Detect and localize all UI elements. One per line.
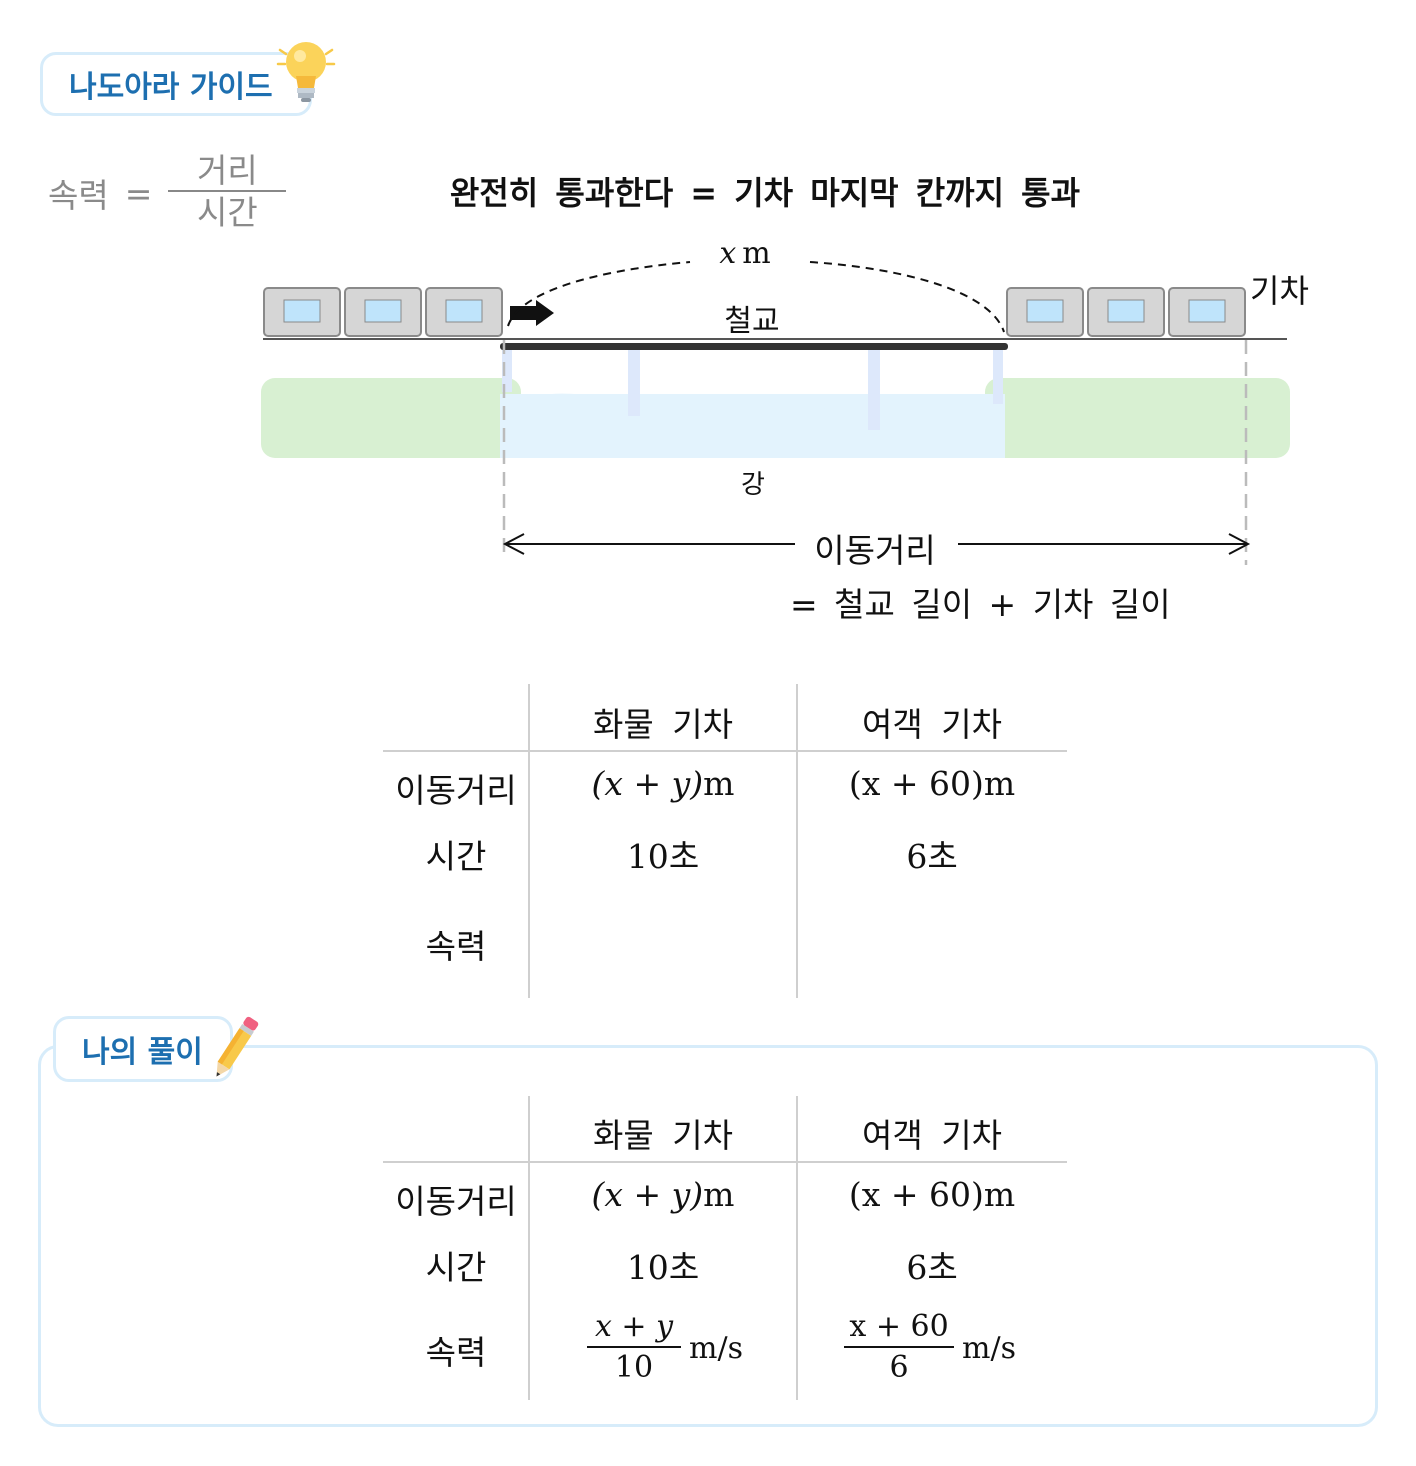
passenger-distance: (x + 60)m [848, 764, 1016, 803]
formula-numerator: 거리 [197, 151, 258, 190]
row-label-speed: 속력 [425, 927, 487, 966]
solution-box [38, 1045, 1378, 1427]
distance-unit: m [742, 236, 771, 271]
row-label-distance: 이동거리 [395, 771, 517, 810]
river-label: 강 [741, 470, 765, 500]
train-left [263, 287, 503, 337]
bridge-pillar [868, 348, 880, 430]
distance-variable: x [719, 236, 737, 271]
header-passenger: 여객 기차 [862, 1116, 1002, 1155]
bridge-pillar [628, 348, 640, 416]
bridge-pillar [993, 348, 1003, 404]
freight-distance: (x + y)m [591, 1175, 735, 1214]
travel-label: 이동거리 [814, 531, 936, 570]
solution-badge-label: 나의 풀이 [82, 1035, 203, 1070]
guide-badge-label: 나도아라 가이드 [69, 70, 273, 105]
row-label-distance: 이동거리 [395, 1182, 517, 1221]
land-right [985, 378, 1290, 458]
freight-speed-unit: m/s [689, 1330, 743, 1366]
formula-fraction: 거리 시간 [168, 151, 287, 234]
header-freight: 화물 기차 [593, 1116, 733, 1155]
bridge-deck [500, 343, 1008, 350]
passenger-speed-unit: m/s [962, 1330, 1016, 1366]
land-left [261, 378, 521, 458]
formula-denominator: 시간 [197, 193, 258, 232]
bridge-pillar [502, 348, 512, 392]
direction-arrow-icon [510, 300, 554, 326]
freight-distance: (x + y)m [591, 764, 735, 803]
headline: 완전히 통과한다 = 기차 마지막 칸까지 통과 [449, 174, 1081, 212]
pencil-icon [216, 1016, 259, 1077]
travel-equation: = 철교 길이 + 기차 길이 [790, 585, 1171, 624]
bridge-diagram [261, 261, 1290, 565]
formula-lhs: 속력 [48, 176, 109, 215]
passenger-speed-fraction: x + 60 6 [844, 1308, 955, 1388]
freight-speed: x + y 10 m/s [540, 1306, 790, 1390]
freight-time: 10초 [626, 837, 700, 876]
freight-time: 10초 [626, 1248, 700, 1287]
header-passenger: 여객 기차 [862, 705, 1002, 744]
row-label-time: 시간 [425, 1248, 487, 1287]
row-label-time: 시간 [425, 837, 487, 876]
distance-arc [507, 261, 691, 327]
header-freight: 화물 기차 [593, 705, 733, 744]
solution-badge: 나의 풀이 [53, 1016, 233, 1082]
passenger-speed: x + 60 6 m/s [810, 1306, 1050, 1390]
guide-badge: 나도아라 가이드 [40, 52, 312, 116]
lightbulb-icon [276, 42, 336, 102]
row-label-speed: 속력 [425, 1333, 487, 1372]
speed-formula: 속력 = 거리 시간 [48, 148, 287, 238]
train-right [1006, 287, 1246, 337]
train-label: 기차 [1250, 272, 1309, 310]
river-wave [500, 393, 1005, 458]
passenger-time: 6초 [906, 1248, 958, 1287]
freight-speed-fraction: x + y 10 [587, 1308, 682, 1388]
passenger-distance: (x + 60)m [848, 1175, 1016, 1214]
passenger-time: 6초 [906, 837, 958, 876]
formula-equals: = [124, 173, 153, 213]
bridge-label: 철교 [724, 304, 780, 339]
